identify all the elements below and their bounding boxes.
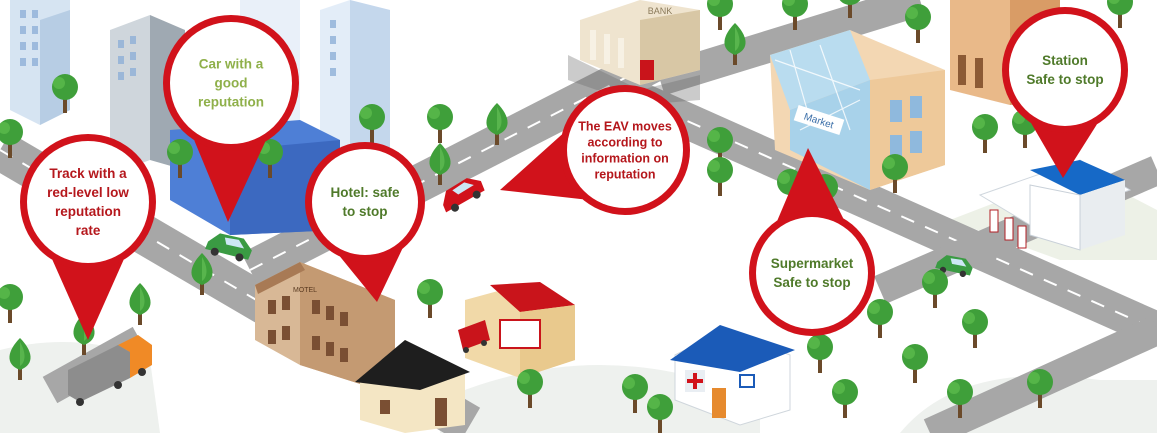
hospital-building <box>670 325 795 426</box>
callout-text-line: Hotel: safe <box>330 185 400 200</box>
callout-text-line: Supermarket <box>771 256 854 271</box>
callout-pointer <box>194 140 266 222</box>
callout-text-line: The EAV moves <box>578 119 672 133</box>
callout-text-line: rate <box>76 223 101 238</box>
motel-building: MOTEL <box>255 262 395 395</box>
callout-text-line: good <box>215 76 248 91</box>
callout-car: Car with a good reputation <box>163 15 299 222</box>
callout-face <box>756 217 868 329</box>
callout-text-line: Safe to stop <box>1026 72 1103 87</box>
callout-text-line: red-level low <box>47 185 129 200</box>
callout-pointer <box>777 148 844 221</box>
fire-station <box>458 282 575 378</box>
callout-text-line: reputation <box>594 167 655 181</box>
bank-building: BANK <box>568 0 700 105</box>
callout-face <box>27 141 149 263</box>
callout-text-line: information on <box>581 151 669 165</box>
callout-eav: The EAV moves according to information on r… <box>500 85 690 215</box>
callout-truck: Track with a red-level low reputation rate <box>20 134 156 340</box>
callout-text-line: to stop <box>343 204 388 219</box>
callout-text-line: Safe to stop <box>773 275 850 290</box>
callout-hotel: Hotel: safe to stop <box>305 142 425 302</box>
callout-pointer <box>1031 123 1097 178</box>
market-building: Market <box>770 30 945 190</box>
callout-text-line: reputation <box>55 204 121 219</box>
callout-text-line: Track with a <box>49 166 127 181</box>
callout-text-line: Car with a <box>199 57 264 72</box>
callout-pointer <box>52 259 124 340</box>
callout-text-line: Station <box>1042 53 1088 68</box>
callout-face <box>1009 14 1121 126</box>
callout-pins: Track with a red-level low reputation rate C… <box>20 7 1128 340</box>
motel-sign: MOTEL <box>293 287 317 294</box>
gas-station <box>978 159 1132 251</box>
bank-sign: BANK <box>648 6 673 16</box>
callout-text-line: according to <box>587 135 662 149</box>
callout-face <box>170 22 292 144</box>
small-house <box>355 340 470 433</box>
callout-face <box>567 92 683 208</box>
gray-truck <box>68 335 152 406</box>
callout-face <box>312 149 418 255</box>
callout-pointer <box>339 249 403 302</box>
callout-text-line: reputation <box>198 95 264 110</box>
